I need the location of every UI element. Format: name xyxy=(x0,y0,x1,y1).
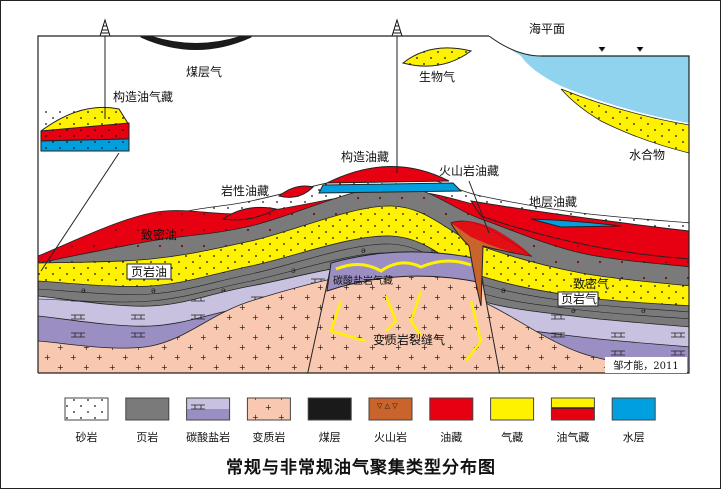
legend-swatch xyxy=(125,397,170,421)
legend-label: 砂岩 xyxy=(76,430,98,444)
legend-label: 油藏 xyxy=(440,430,462,444)
credit-box xyxy=(605,357,687,373)
derrick-icon xyxy=(391,18,403,37)
label-stratigraphic-oil: 地层油藏 xyxy=(529,195,577,209)
credit-text: 邹才能，2011 xyxy=(613,359,678,372)
volcanic-oil-reservoir xyxy=(451,221,531,256)
label-lithologic-oil: 岩性油藏 xyxy=(221,183,269,198)
lithologic-oil-lens xyxy=(221,206,278,221)
label-biogenic-gas: 生物气 xyxy=(419,69,455,84)
label-structural-oil: 构造油藏 xyxy=(341,149,389,164)
legend-item: 煤层 xyxy=(307,397,352,444)
legend-swatch xyxy=(307,397,352,421)
legend-item: 油藏 xyxy=(429,397,474,444)
strata-group xyxy=(38,36,689,373)
label-sea-level: 海平面 xyxy=(529,21,565,36)
legend-item: 碳酸盐岩 xyxy=(186,397,231,444)
legend-item: 水层 xyxy=(611,397,656,444)
legend-item: 砂岩 xyxy=(64,397,109,444)
carbonate-gas-fractures xyxy=(335,259,472,273)
structural-oil-reservoir xyxy=(326,166,450,184)
label-volcanic-oil: 火山岩油藏 xyxy=(439,163,499,178)
legend-swatch xyxy=(550,397,595,421)
label-shale-oil: 页岩油 xyxy=(131,264,167,279)
label-gas-hydrate: 水合物 xyxy=(629,147,665,162)
legend-item: ▽ △ ▽ 火山岩 xyxy=(368,397,413,444)
diagram-title: 常规与非常规油气聚集类型分布图 xyxy=(226,457,496,478)
label-structural-oil-gas: 构造油气藏 xyxy=(113,89,173,104)
label-tight-gas: 致密气 xyxy=(573,276,609,291)
legend-item: 页岩 xyxy=(125,397,170,444)
legend-label: 水层 xyxy=(623,431,645,444)
label-metamorphic-fracture-gas: 变质岩裂缝气 xyxy=(373,332,445,347)
legend-swatch xyxy=(64,397,109,421)
legend-swatch xyxy=(368,397,413,421)
legend: 砂岩 页岩 碳酸盐岩 变质岩 煤层 ▽ △ ▽ 火山岩 油藏 气藏 油气藏 水层 xyxy=(64,397,656,444)
legend-item: 变质岩 xyxy=(246,397,291,444)
legend-swatch xyxy=(186,397,231,421)
legend-item: 气藏 xyxy=(490,397,535,444)
fracture-gas xyxy=(409,290,423,337)
fracture-gas xyxy=(465,300,483,362)
legend-label: 气藏 xyxy=(501,430,523,444)
stratigraphic-water-layer xyxy=(530,218,622,228)
legend-label: 煤层 xyxy=(319,431,341,444)
structural-water-layer xyxy=(318,182,463,194)
sea-water xyxy=(489,36,689,123)
legend-swatch xyxy=(246,397,291,421)
sea-level-ticks xyxy=(598,46,644,52)
fracture-gas xyxy=(384,295,398,332)
legend-label: 油气藏 xyxy=(556,430,589,444)
label-carbonate-gas: 碳酸盐岩气藏 xyxy=(333,274,393,287)
section-frame xyxy=(37,35,690,374)
label-tight-oil: 致密油 xyxy=(141,227,177,242)
lithologic-oil-lens xyxy=(277,185,314,198)
legend-item: 油气藏 xyxy=(550,397,595,444)
legend-label: 碳酸盐岩 xyxy=(186,430,230,444)
legend-swatch xyxy=(490,397,535,421)
derrick-icon xyxy=(99,18,111,37)
coal-bed xyxy=(140,36,252,50)
label-shale-gas: 页岩气 xyxy=(561,291,597,306)
svg-text:▽ △ ▽: ▽ △ ▽ xyxy=(377,402,398,410)
fracture-gas xyxy=(329,300,367,343)
legend-swatch xyxy=(611,397,656,421)
legend-swatch xyxy=(429,397,474,421)
legend-label: 变质岩 xyxy=(252,430,285,444)
legend-label: 页岩 xyxy=(136,430,158,444)
legend-label: 火山岩 xyxy=(374,430,407,444)
stratigraphic-oil-reservoir xyxy=(469,200,689,260)
label-coalbed-gas: 煤层气 xyxy=(186,64,222,79)
